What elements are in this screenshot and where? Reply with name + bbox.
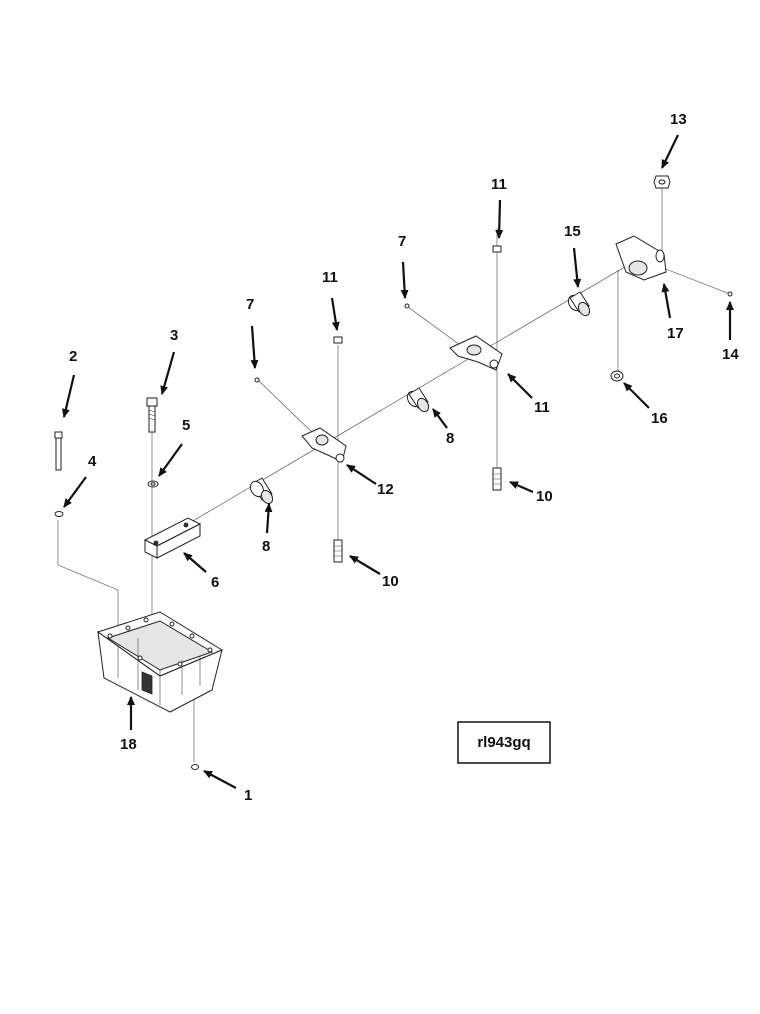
callout-14: 14: [722, 346, 739, 363]
callout-12: 12: [377, 481, 394, 498]
callout-13: 13: [670, 111, 687, 128]
nut-part-side: [610, 370, 624, 382]
plug-part-lower: [254, 377, 260, 383]
rocker-lever-part-end: [615, 235, 667, 281]
callout-3: 3: [170, 327, 178, 344]
nut-part-lower: [333, 336, 343, 344]
callout-6: 6: [211, 574, 219, 591]
washer-part-center: [147, 480, 159, 488]
callout-4: 4: [88, 453, 97, 470]
callout-16: 16: [651, 410, 668, 427]
callout-11-lever: 11: [534, 399, 550, 416]
adjusting-screw-part-lower: [333, 539, 343, 563]
long-bolt-part: [54, 431, 63, 471]
callout-2: 2: [69, 348, 77, 365]
figure-id-label: rl943gq: [477, 734, 530, 751]
plug-part-end: [727, 291, 733, 297]
nut-part-upper: [492, 245, 502, 253]
nut-part-top: [653, 175, 671, 189]
callout-15: 15: [564, 223, 581, 240]
bushing-part-right: [406, 387, 430, 413]
drain-plug-part: [191, 764, 199, 770]
callout-7-lower: 7: [246, 296, 254, 313]
rocker-lever-part-upper: [449, 335, 503, 371]
callout-17: 17: [667, 325, 684, 342]
bushing-part-left: [249, 477, 274, 505]
callout-11-upper: 11: [491, 176, 507, 193]
callout-18: 18: [120, 736, 137, 753]
callout-11-lower: 11: [322, 269, 338, 286]
rocker-lever-part-lower: [301, 427, 347, 463]
callout-8-lower: 8: [262, 538, 270, 555]
housing-part: [96, 611, 224, 713]
washer-part-left: [54, 511, 64, 517]
bolt-part: [146, 397, 158, 433]
bushing-part-top: [567, 291, 591, 317]
figure-id-box: rl943gq: [457, 721, 551, 764]
callout-10-upper: 10: [536, 488, 553, 505]
callout-7-upper: 7: [398, 233, 406, 250]
plug-part-upper: [404, 303, 410, 309]
callout-arrows: [61, 134, 734, 789]
callout-8-upper: 8: [446, 430, 454, 447]
support-block-part: [143, 517, 202, 559]
callout-5: 5: [182, 417, 190, 434]
callout-10-lower: 10: [382, 573, 399, 590]
callout-labels: 1 2 3 4 5 6 7 7 8 8 10 10 11 11 11 12 13…: [69, 111, 739, 804]
callout-1: 1: [244, 787, 252, 804]
adjusting-screw-part-upper: [492, 467, 502, 491]
